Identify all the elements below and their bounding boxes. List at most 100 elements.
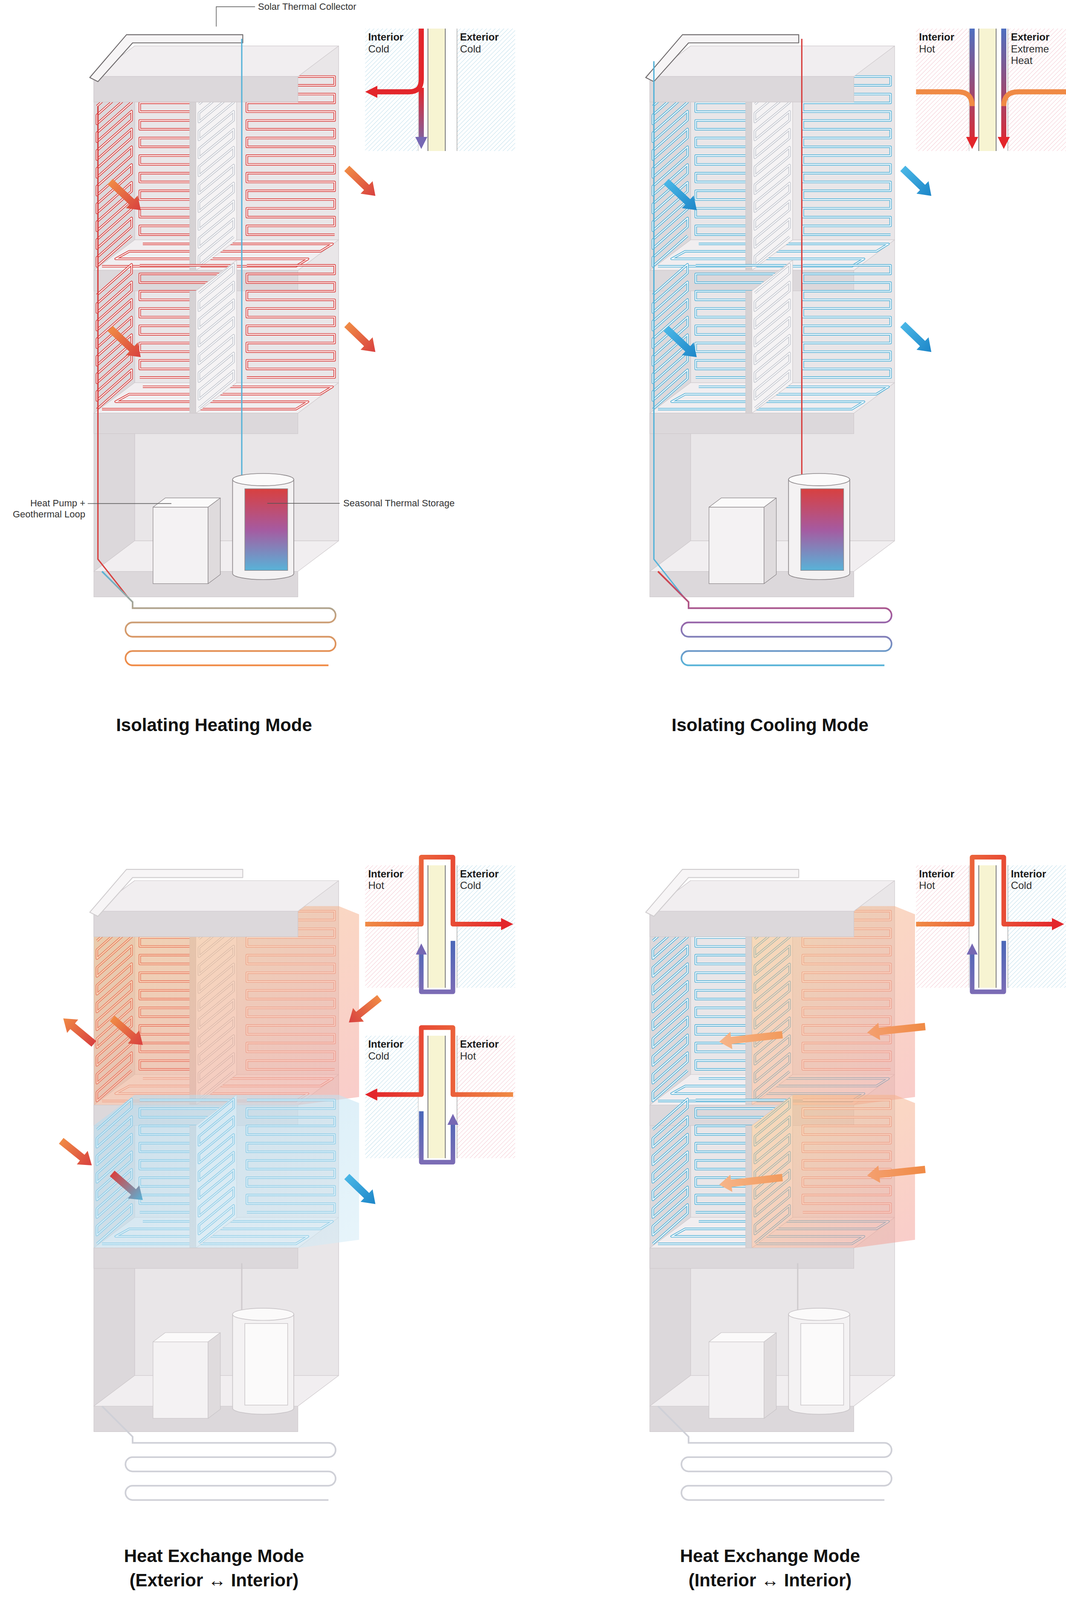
radiant-coil (652, 1098, 688, 1244)
heat-flow-arrow (107, 179, 141, 211)
storage-fill (244, 488, 288, 571)
storage-tank (232, 479, 294, 580)
zone-title: Interior (918, 31, 966, 44)
zone-title: Exterior (460, 867, 511, 880)
side-wall (649, 880, 691, 1406)
partition-wall (195, 260, 237, 414)
partition-edge (189, 290, 196, 414)
geothermal-loop (657, 1405, 892, 1500)
radiant-coil (246, 265, 335, 378)
wall-line (1007, 865, 1009, 988)
section-flow (915, 91, 973, 106)
storage-tank (232, 473, 294, 486)
storage-fill (244, 1323, 288, 1405)
solar-collector (645, 34, 799, 82)
back-wall (690, 46, 895, 541)
heat-pump (764, 1332, 777, 1418)
storage-fill (800, 1323, 844, 1405)
wall-line (417, 865, 419, 988)
section-flow (1001, 28, 1007, 143)
radiant-coil (754, 264, 790, 409)
floor-slab-edge (649, 1247, 854, 1269)
wall-line (968, 28, 970, 151)
radiant-coil (199, 75, 234, 266)
zone-box: InteriorHot (915, 28, 969, 151)
heat-flow-arrow (63, 1017, 96, 1046)
storage-tank (788, 479, 850, 580)
partition-edge (745, 101, 752, 271)
solar-collector (89, 869, 244, 916)
heat-pump (709, 1341, 765, 1418)
heat-flow-arrow (663, 325, 697, 357)
exterior-zone (457, 28, 516, 151)
roof-slab (93, 880, 339, 911)
zone-box: ExteriorCold (457, 28, 514, 151)
zone-condition: Extreme Heat (1010, 43, 1062, 67)
floor-slab-edge (93, 413, 298, 434)
partition-wall (751, 260, 793, 414)
mode-caption: Isolating Heating Mode (64, 712, 364, 738)
roof-slab (93, 46, 339, 77)
back-wall (134, 46, 339, 541)
zone-box: InteriorHot (915, 865, 969, 988)
heat-flow-arrow (110, 1015, 143, 1045)
partition-edge (189, 101, 196, 271)
radiant-coil-core (96, 75, 132, 267)
solar-collector (645, 869, 799, 916)
wall-section-inset (364, 1035, 516, 1162)
building-section (58, 869, 382, 1500)
floor-slab-edge (93, 1247, 298, 1269)
radiant-coil-core (754, 75, 790, 266)
zone-condition: Cold (460, 43, 511, 56)
heat-flow-arrow (900, 165, 932, 197)
radiant-coil (96, 75, 132, 267)
zone-condition: Cold (367, 1049, 415, 1062)
mode-caption: Isolating Cooling Mode (620, 712, 920, 738)
zone-title: Exterior (1010, 31, 1062, 44)
building-section (89, 34, 376, 665)
radiant-coil-core (652, 909, 688, 1101)
heat-pump (764, 497, 777, 584)
interior-zone (364, 1035, 418, 1158)
heat-flow-arrow (344, 1173, 376, 1204)
interior-zone (915, 865, 969, 988)
building-section (645, 34, 932, 665)
zone-condition: Hot (918, 879, 966, 892)
zone-title: Interior (367, 31, 415, 44)
heat-flow-arrow (344, 321, 376, 353)
zone-box: InteriorCold (364, 28, 418, 151)
heat-pump (153, 1341, 209, 1418)
heat-exchange-flow (364, 857, 507, 925)
mode-caption: Heat Exchange Mode (Interior ↔ Interior) (659, 1543, 881, 1592)
storage-tank (232, 1307, 294, 1321)
storage-tank (788, 1307, 850, 1321)
wall-line (1007, 28, 1009, 151)
pipe (796, 1262, 799, 1315)
heat-pump (208, 497, 221, 584)
leader-line (216, 6, 255, 27)
building-section (645, 869, 926, 1500)
radiant-coil (802, 265, 891, 378)
radiant-coil (754, 75, 790, 266)
wall-insulation (428, 1035, 445, 1158)
wall-line (995, 28, 997, 151)
section-flow (421, 1110, 453, 1162)
heat-flow-arrow (719, 1173, 783, 1192)
pipe (240, 1262, 243, 1315)
storage-tank (788, 473, 850, 486)
pipe (240, 38, 243, 480)
radiant-coil-core (652, 1098, 688, 1244)
wall-line (978, 28, 980, 151)
pipe (801, 38, 803, 480)
heat-flow-arrow (58, 1137, 92, 1165)
heat-pump (153, 506, 209, 584)
side-wall (649, 46, 691, 572)
wall-line (445, 865, 446, 988)
roof-slab-edge (93, 76, 298, 102)
partition-edge (745, 936, 752, 1105)
radiant-coil-core (199, 75, 234, 266)
mode-caption: Heat Exchange Mode (Exterior ↔ Interior) (103, 1543, 325, 1592)
zone-condition: Hot (460, 1049, 511, 1062)
zone-title: Exterior (460, 31, 511, 44)
